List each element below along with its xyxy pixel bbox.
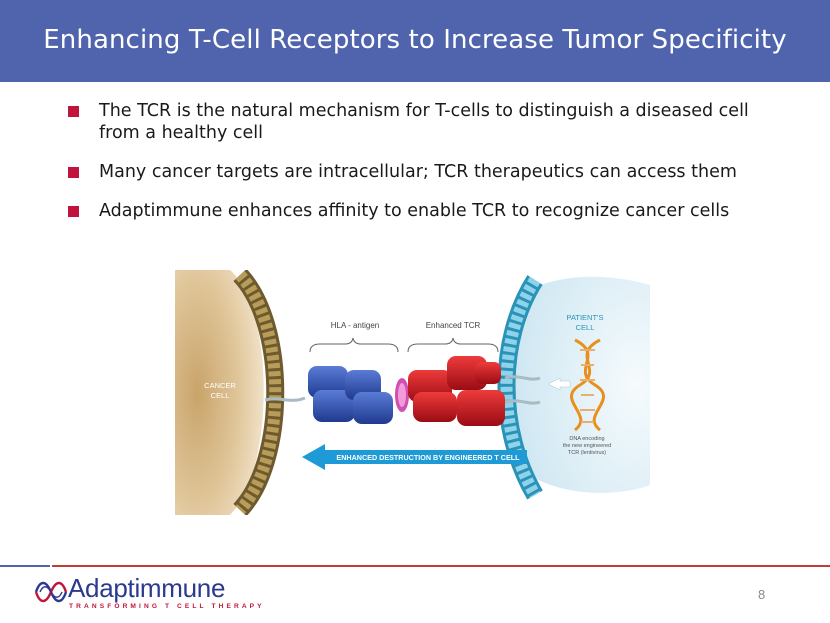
tcr-label: Enhanced TCR (426, 321, 481, 330)
bullet-text: The TCR is the natural mechanism for T-c… (99, 101, 749, 143)
cancer-cell: CANCER CELL (175, 270, 275, 515)
dna-label: TCR (lentivirus) (568, 450, 606, 456)
tcr-diagram: CANCER CELL PATIENT'S CELL DNA encoding … (175, 270, 650, 515)
adaptimmune-logo-icon (34, 575, 68, 609)
hla-antigen-molecule (308, 366, 409, 424)
footer-divider-blue (0, 565, 50, 567)
patient-cell-label: CELL (576, 323, 595, 332)
tcr-bracket: Enhanced TCR (408, 321, 498, 352)
enhanced-tcr-molecule (408, 356, 505, 426)
cancer-cell-label: CANCER (204, 381, 236, 390)
bullet-marker (68, 206, 79, 217)
logo-tagline: TRANSFORMING T CELL THERAPY (69, 603, 265, 610)
slide-title: Enhancing T-Cell Receptors to Increase T… (0, 25, 830, 55)
footer-divider-red (52, 565, 830, 567)
bullet-item: Adaptimmune enhances affinity to enable … (60, 200, 760, 222)
logo-wordmark: Adaptimmune (68, 573, 225, 604)
dna-label: DNA encoding (569, 436, 604, 442)
bullet-item: Many cancer targets are intracellular; T… (60, 161, 760, 183)
dna-label: the new engineered (563, 443, 611, 449)
cancer-cell-label: CELL (211, 391, 230, 400)
bullet-marker (68, 106, 79, 117)
arrow-label: ENHANCED DESTRUCTION BY ENGINEERED T CEL… (336, 453, 520, 462)
bullet-marker (68, 167, 79, 178)
bullet-text: Adaptimmune enhances affinity to enable … (99, 201, 729, 221)
destruction-arrow: ENHANCED DESTRUCTION BY ENGINEERED T CEL… (302, 444, 527, 470)
bullet-list: The TCR is the natural mechanism for T-c… (60, 100, 760, 239)
patient-cell-label: PATIENT'S (567, 313, 604, 322)
page-number: 8 (758, 587, 765, 602)
bullet-text: Many cancer targets are intracellular; T… (99, 162, 737, 182)
hla-label: HLA - antigen (331, 321, 379, 330)
hla-bracket: HLA - antigen (310, 321, 398, 352)
bullet-item: The TCR is the natural mechanism for T-c… (60, 100, 760, 144)
